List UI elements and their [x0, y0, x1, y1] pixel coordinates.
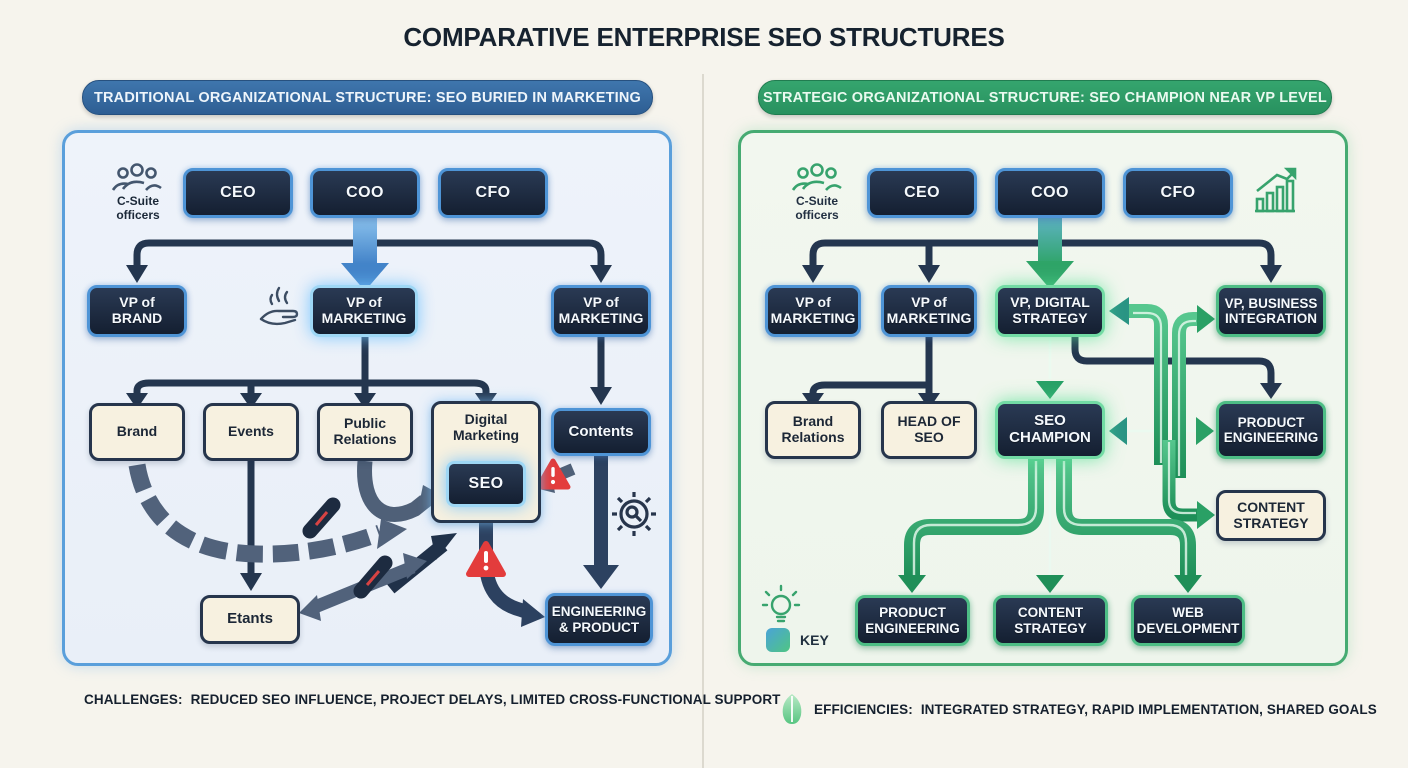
page-title: COMPARATIVE ENTERPRISE SEO STRUCTURES [403, 22, 1005, 52]
node-coo: COO [995, 168, 1105, 218]
node-ceo: CEO [867, 168, 977, 218]
hand-care-icon [259, 286, 299, 326]
traditional-structure-panel: C-Suite officers CEO COO CFO VP of BRAND… [62, 130, 672, 666]
right-panel-header: STRATEGIC ORGANIZATIONAL STRUCTURE: SEO … [758, 80, 1332, 115]
node-engineering-product: ENGINEERING & PRODUCT [545, 593, 653, 646]
node-seo: SEO [446, 461, 526, 507]
node-public-relations: Public Relations [317, 403, 413, 461]
key-label: KEY [800, 632, 829, 648]
challenges-text: REDUCED SEO INFLUENCE, PROJECT DELAYS, L… [190, 692, 781, 707]
panel-divider [702, 74, 704, 768]
node-web-development: WEB DEVELOPMENT [1131, 595, 1245, 646]
legend-key: KEY [765, 627, 829, 653]
left-panel-header: TRADITIONAL ORGANIZATIONAL STRUCTURE: SE… [82, 80, 653, 115]
efficiencies-text: INTEGRATED STRATEGY, RAPID IMPLEMENTATIO… [920, 701, 1377, 717]
digital-marketing-label: Digital Marketing [452, 411, 520, 443]
node-brand: Brand [89, 403, 185, 461]
growth-chart-icon [1255, 167, 1297, 213]
node-vp-marketing-2: VP of MARKETING [881, 285, 977, 337]
node-seo-champion: SEO CHAMPION [995, 401, 1105, 459]
node-vp-marketing-center: VP of MARKETING [310, 285, 418, 337]
node-events: Events [203, 403, 299, 461]
node-head-of-seo: HEAD OF SEO [881, 401, 977, 459]
node-contents: Contents [551, 408, 651, 456]
lightbulb-icon [761, 584, 801, 623]
strategic-structure-panel: C-Suite officers CEO COO CFO VP of MARKE… [738, 130, 1348, 666]
node-vp-marketing-1: VP of MARKETING [765, 285, 861, 337]
c-suite-officers-label: C-Suite officers [795, 194, 839, 222]
node-brand-relations: Brand Relations [765, 401, 861, 459]
warning-icon [466, 541, 506, 577]
people-icon [791, 163, 842, 191]
warning-icon [535, 458, 571, 490]
people-icon [111, 163, 162, 191]
node-product-engineering-mid: PRODUCT ENGINEERING [1216, 401, 1326, 459]
key-swatch-icon [766, 628, 790, 652]
node-cfo: CFO [438, 168, 548, 218]
node-ceo: CEO [183, 168, 293, 218]
gear-search-icon [612, 492, 656, 536]
efficiencies-label: EFFICIENCIES: [814, 701, 913, 717]
node-coo: COO [310, 168, 420, 218]
node-cfo: CFO [1123, 168, 1233, 218]
right-caption: EFFICIENCIES: INTEGRATED STRATEGY, RAPID… [778, 692, 1377, 726]
node-vp-digital-strategy: VP, DIGITAL STRATEGY [995, 285, 1105, 337]
challenges-label: CHALLENGES: [84, 692, 183, 707]
node-vp-brand: VP of BRAND [87, 285, 187, 337]
left-caption: CHALLENGES: REDUCED SEO INFLUENCE, PROJE… [84, 692, 781, 707]
node-etants: Etants [200, 595, 300, 644]
node-content-strategy: CONTENT STRATEGY [993, 595, 1108, 646]
leaf-icon [782, 694, 802, 724]
c-suite-officers-label: C-Suite officers [116, 194, 160, 222]
node-vp-marketing-right: VP of MARKETING [551, 285, 651, 337]
node-content-strategy-mid: CONTENT STRATEGY [1216, 490, 1326, 541]
node-vp-business-integration: VP, BUSINESS INTEGRATION [1216, 285, 1326, 337]
node-product-engineering: PRODUCT ENGINEERING [855, 595, 970, 646]
